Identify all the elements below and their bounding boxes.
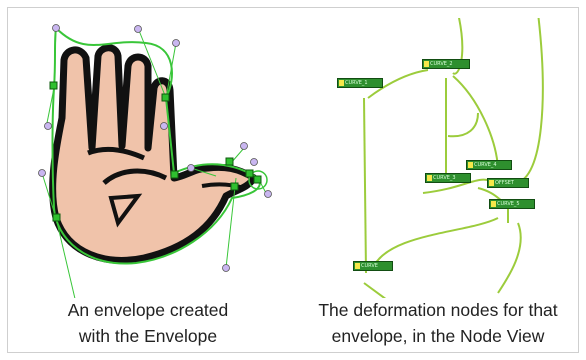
node-label: OFFSET <box>495 180 514 186</box>
node-label: CURVE_4 <box>474 162 497 168</box>
wire <box>363 282 387 298</box>
node-curve-3[interactable]: CURVE_3 <box>425 173 471 183</box>
node-offset[interactable]: OFFSET <box>487 178 529 188</box>
node-port-icon[interactable] <box>427 175 432 181</box>
node-port-icon[interactable] <box>489 180 494 186</box>
left-caption-line: with the Envelope <box>78 326 218 346</box>
wire <box>515 18 544 184</box>
palm-line <box>102 168 168 185</box>
illustration-panel: CURVE_1 CURVE_2 CURVE_3 CURVE_4 OFFSET C… <box>7 7 579 353</box>
left-caption: An envelope created with the Envelope <box>30 297 266 349</box>
right-caption-line: envelope, in the Node View <box>331 326 545 346</box>
envelope-curve <box>51 27 261 265</box>
node-label: CURVE_5 <box>497 201 520 207</box>
node-label: CURVE_2 <box>430 61 453 67</box>
wire <box>452 75 499 169</box>
node-label: CURVE <box>361 263 378 269</box>
wire <box>497 222 522 294</box>
node-port-icon[interactable] <box>424 61 429 67</box>
wire <box>447 112 479 138</box>
node-port-icon[interactable] <box>468 162 473 168</box>
node-label: CURVE_3 <box>433 175 456 181</box>
hand-envelope-figure <box>38 24 272 298</box>
wire <box>367 69 429 99</box>
wire <box>363 97 367 274</box>
node-curve-4[interactable]: CURVE_4 <box>466 160 512 170</box>
node-curve-2[interactable]: CURVE_2 <box>422 59 470 69</box>
bezier-handle-points[interactable] <box>38 24 272 272</box>
node-label: CURVE_1 <box>345 80 368 86</box>
palm-line <box>87 146 146 161</box>
node-curve-1[interactable]: CURVE_1 <box>337 78 383 88</box>
thumb-line <box>201 182 245 190</box>
node-port-icon[interactable] <box>355 263 360 269</box>
palm-line <box>108 193 143 228</box>
hand-shape <box>49 44 258 264</box>
envelope-points[interactable] <box>49 81 262 222</box>
right-caption-line: The deformation nodes for that <box>318 300 558 320</box>
node-port-icon[interactable] <box>339 80 344 86</box>
rotation-handle-icon[interactable] <box>248 170 268 190</box>
node-curve-5[interactable]: CURVE_5 <box>489 199 535 209</box>
left-caption-line: An envelope created <box>67 300 229 320</box>
right-caption: The deformation nodes for that envelope,… <box>288 297 586 349</box>
node-curve[interactable]: CURVE <box>353 261 393 271</box>
wire <box>372 217 499 269</box>
node-port-icon[interactable] <box>491 201 496 207</box>
